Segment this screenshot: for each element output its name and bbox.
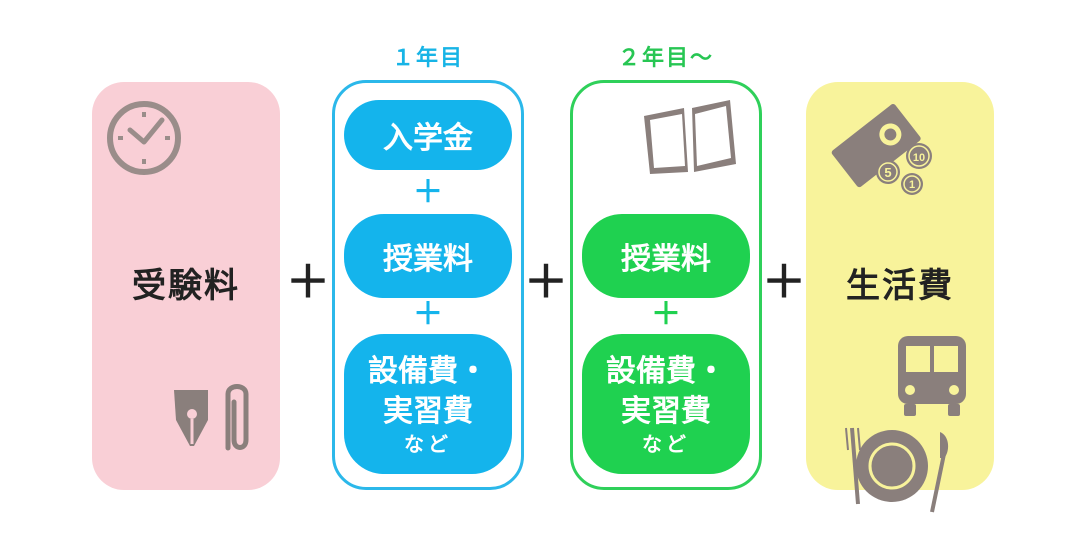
year1-plus-2: ＋	[413, 297, 443, 332]
year2-facility-line1: 設備費・	[606, 354, 726, 389]
clock-icon	[107, 101, 181, 175]
banknote-coins-icon: 5 10 1	[831, 104, 932, 195]
exam-fee-label: 受験料	[132, 266, 240, 306]
coin-five-text: 5	[884, 165, 891, 180]
coin-one-text: 1	[909, 179, 915, 191]
bus-icon	[898, 336, 966, 416]
living-expenses-label: 生活費	[846, 266, 954, 306]
coin-one-icon: 1	[901, 173, 923, 195]
year1-heading: １年目	[391, 46, 464, 71]
year2-facility-line2: 実習費	[621, 394, 711, 429]
year1-facility-pill: 設備費・ 実習費 など	[344, 334, 512, 474]
year2-facility-line3: など	[642, 432, 690, 456]
year1-tuition-pill: 授業料	[344, 214, 512, 298]
year2-tuition-pill: 授業料	[582, 214, 750, 298]
plus-operator-3: ＋	[762, 257, 806, 308]
coin-five-icon: 5	[876, 160, 900, 184]
plate-cutlery-icon	[845, 427, 949, 513]
coin-ten-text: 10	[913, 152, 925, 164]
open-book-icon	[644, 100, 736, 174]
year1-facility-line2: 実習費	[383, 394, 473, 429]
year2-facility-pill: 設備費・ 実習費 など	[582, 334, 750, 474]
plus-operator-2: ＋	[524, 257, 568, 308]
pen-nib-icon	[174, 390, 208, 446]
plus-operator-1: ＋	[286, 257, 330, 308]
paperclip-icon	[225, 384, 249, 451]
coin-ten-icon: 10	[906, 143, 932, 169]
year1-plus-1: ＋	[413, 175, 443, 210]
year1-facility-line1: 設備費・	[368, 354, 488, 389]
year1-facility-line3: など	[404, 432, 452, 456]
year2-plus-1: ＋	[651, 297, 681, 332]
year2-heading: ２年目〜	[617, 46, 714, 71]
year1-admission-pill: 入学金	[344, 100, 512, 170]
